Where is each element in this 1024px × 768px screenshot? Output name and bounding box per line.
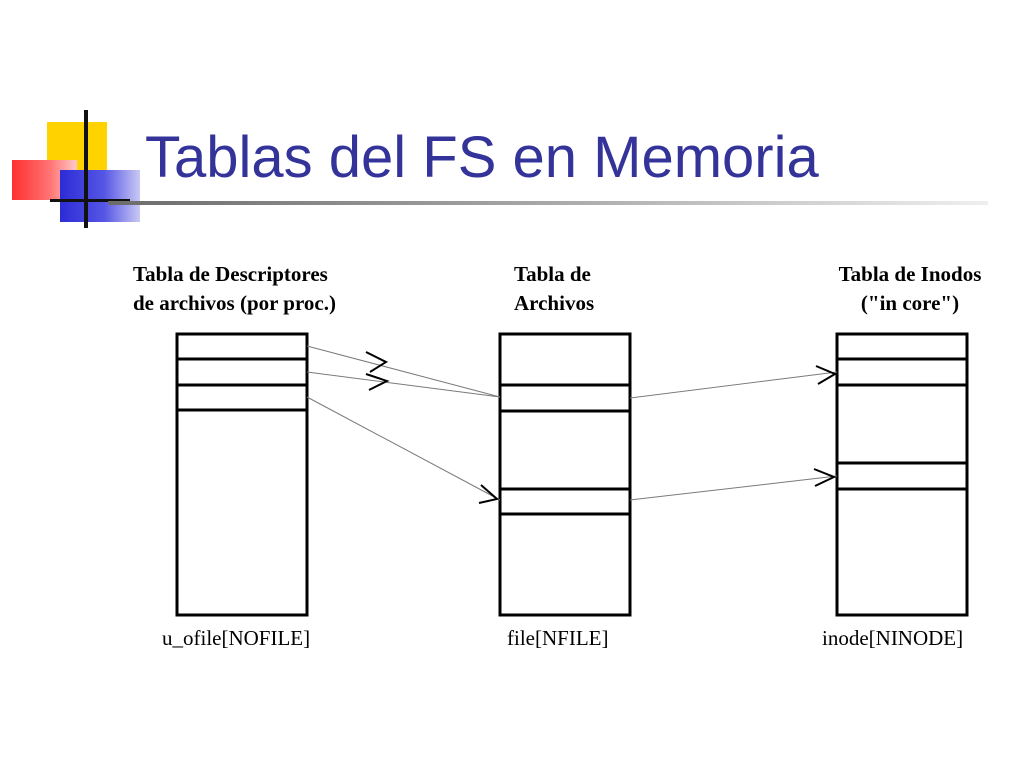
arrowheads bbox=[365, 351, 838, 504]
heading-descriptores-line-2: de archivos (por proc.) bbox=[133, 291, 336, 315]
descriptor-table bbox=[175, 332, 309, 617]
logo-vertical-line bbox=[84, 110, 88, 228]
pointer-line-fd1-to-file bbox=[306, 345, 501, 398]
heading-inodos: Tabla de Inodos ("in core") bbox=[810, 260, 1010, 318]
file-table-box bbox=[498, 332, 632, 617]
heading-descriptores-line-1: Tabla de Descriptores bbox=[133, 262, 328, 286]
logo-blue-square bbox=[60, 170, 140, 222]
caption-archivos: file[NFILE] bbox=[507, 626, 609, 650]
caption-descriptores: u_ofile[NOFILE] bbox=[162, 626, 311, 650]
heading-archivos-line-2: Archivos bbox=[514, 291, 595, 315]
slide-title: Tablas del FS en Memoria bbox=[145, 125, 819, 190]
heading-archivos: Tabla de Archivos bbox=[514, 260, 594, 318]
caption-inodos: inode[NINODE] bbox=[822, 626, 964, 650]
arrowhead-file1 bbox=[815, 365, 838, 385]
logo-horizontal-line bbox=[50, 199, 130, 202]
heading-inodos-line-1: Tabla de Inodos bbox=[838, 262, 982, 286]
arrowhead-file2 bbox=[813, 468, 837, 487]
heading-descriptores: Tabla de Descriptores de archivos (por p… bbox=[133, 260, 336, 318]
slide-logo bbox=[0, 0, 160, 240]
pointer-lines bbox=[306, 345, 838, 501]
heading-archivos-line-1: Tabla de bbox=[514, 262, 591, 286]
pointer-line-file1-to-inode bbox=[629, 371, 838, 399]
title-underline bbox=[108, 201, 988, 205]
inode-table-box bbox=[835, 332, 969, 617]
inode-table bbox=[835, 332, 969, 617]
arrowhead-fd3 bbox=[478, 484, 500, 504]
file-table bbox=[498, 332, 632, 617]
arrowhead-fd2 bbox=[365, 373, 390, 391]
arrowhead-fd1 bbox=[365, 351, 389, 373]
pointer-line-file2-to-inode bbox=[629, 475, 838, 501]
pointer-line-fd3-to-file bbox=[306, 396, 501, 501]
descriptor-table-box bbox=[175, 332, 309, 617]
pointer-line-fd2-to-file bbox=[306, 371, 501, 398]
heading-inodos-line-2: ("in core") bbox=[860, 291, 960, 315]
